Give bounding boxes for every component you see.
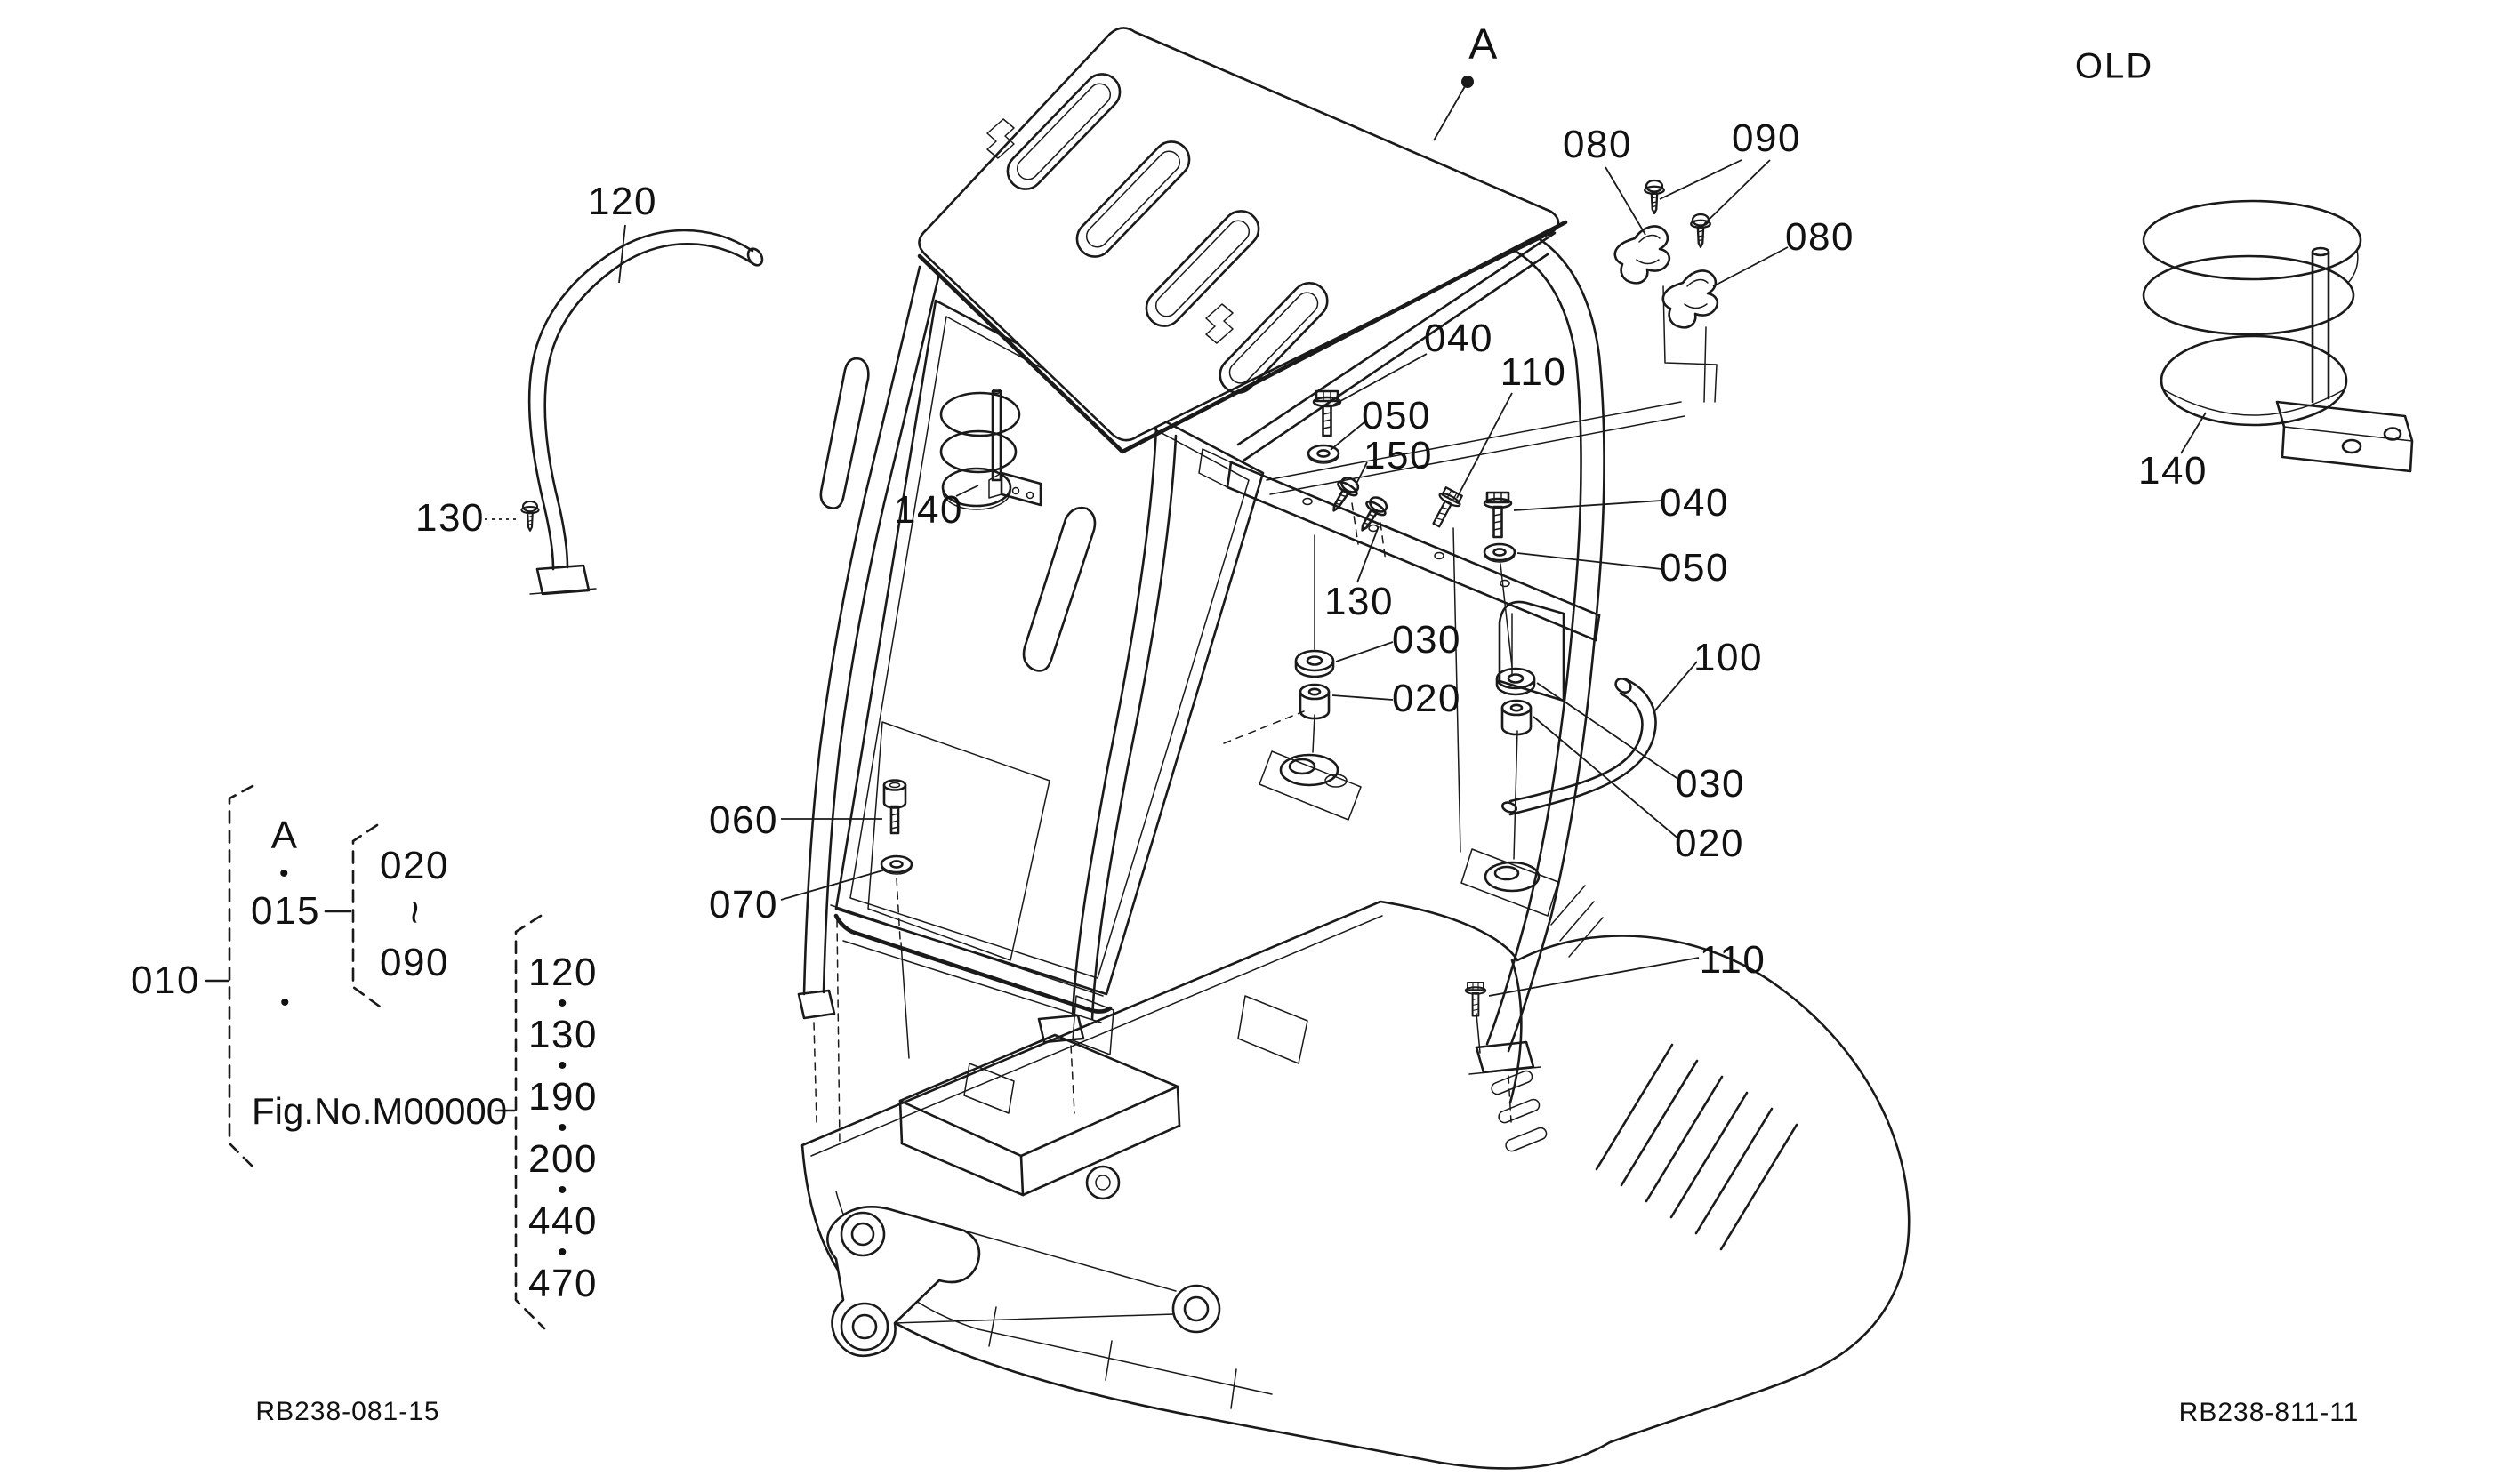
roof-clip-mark bbox=[986, 118, 1015, 159]
bolt-040-left-icon bbox=[1312, 389, 1342, 437]
callout-030-right: 030 bbox=[1676, 762, 1745, 806]
legend-bullet: • bbox=[557, 1238, 569, 1267]
callout-050-rear-left: 050 bbox=[1362, 394, 1431, 437]
washer-050-right-icon bbox=[1483, 542, 1516, 564]
legend-brackets bbox=[205, 784, 546, 1330]
callout-080-top: 080 bbox=[1563, 123, 1632, 166]
old-label: OLD bbox=[2074, 46, 2154, 86]
legend-bullet: • bbox=[278, 859, 291, 888]
legend-item: 470 bbox=[528, 1262, 598, 1305]
screw-090-a-icon bbox=[1644, 179, 1665, 215]
callout-100: 100 bbox=[1693, 636, 1763, 679]
legend-item-015: 015 bbox=[251, 889, 320, 933]
legend-range-tilde: ~ bbox=[392, 900, 438, 926]
legend-bullet: • bbox=[279, 988, 292, 1017]
figure-number: Fig.No.M00000 bbox=[252, 1090, 508, 1132]
callout-140-old: 140 bbox=[2138, 449, 2208, 493]
fasteners bbox=[520, 179, 1719, 1059]
callout-110-upper: 110 bbox=[1500, 350, 1567, 394]
legend-item: 130 bbox=[528, 1013, 598, 1056]
legend-bullet: • bbox=[557, 1113, 569, 1143]
beacon-holder-small bbox=[939, 388, 1042, 510]
washer-050-left-icon bbox=[1307, 444, 1340, 465]
legend-group-label: 010 bbox=[131, 959, 200, 1002]
callout-080-right: 080 bbox=[1785, 215, 1854, 259]
screw-130-left-icon bbox=[520, 500, 540, 532]
screw-090-b-icon bbox=[1690, 213, 1711, 249]
callout-030-left: 030 bbox=[1392, 618, 1461, 662]
legend-view-label: A bbox=[270, 814, 299, 857]
callout-130-mid: 130 bbox=[1324, 580, 1394, 623]
legend-bullet: • bbox=[557, 989, 569, 1018]
callout-120-handrail: 120 bbox=[588, 180, 657, 223]
callout-020-right: 020 bbox=[1675, 822, 1744, 865]
legend-range-start: 020 bbox=[380, 844, 449, 887]
machine-body bbox=[800, 600, 1911, 1470]
legend-bullet: • bbox=[557, 1051, 569, 1080]
legend-item: 120 bbox=[528, 951, 598, 994]
callout-040-rear-right: 040 bbox=[1660, 481, 1729, 525]
callout-020-left: 020 bbox=[1392, 677, 1461, 720]
callout-050-rear-right: 050 bbox=[1660, 546, 1729, 590]
washer-030-left-icon bbox=[1294, 649, 1335, 678]
doc-code-right: RB238-811-11 bbox=[2178, 1398, 2360, 1427]
callout-090: 090 bbox=[1732, 116, 1801, 160]
rear-window-panel bbox=[830, 299, 1685, 1023]
doc-code-left: RB238-081-15 bbox=[255, 1397, 440, 1426]
spacer-020-right-icon bbox=[1500, 699, 1533, 736]
legend-range-end: 090 bbox=[380, 941, 449, 984]
legend-bullet: • bbox=[557, 1175, 569, 1205]
rear-mount-channel bbox=[1198, 448, 1601, 642]
handrail bbox=[527, 229, 764, 596]
leader-lines bbox=[485, 76, 2207, 997]
spacer-020-left-icon bbox=[1299, 683, 1331, 720]
callout-060: 060 bbox=[709, 798, 778, 842]
legend-item: 200 bbox=[528, 1137, 598, 1181]
callout-130-left: 130 bbox=[415, 496, 485, 540]
legend-item: 190 bbox=[528, 1075, 598, 1119]
callout-040-rear-left: 040 bbox=[1424, 317, 1493, 360]
clip-080-a-icon bbox=[1613, 225, 1671, 285]
callout-070: 070 bbox=[709, 883, 778, 926]
legend-item: 440 bbox=[528, 1199, 598, 1243]
callout-110-lower: 110 bbox=[1699, 938, 1766, 982]
grab-pipe bbox=[1500, 677, 1657, 816]
roof-clip-mark bbox=[1205, 303, 1234, 344]
clip-080-b-icon bbox=[1661, 269, 1719, 329]
bolt-110-upper-icon bbox=[1425, 485, 1466, 532]
callout-150: 150 bbox=[1364, 434, 1433, 477]
callout-140-small: 140 bbox=[894, 488, 963, 532]
bolt-040-right-icon bbox=[1483, 491, 1513, 539]
roof-panel bbox=[917, 27, 1568, 454]
beacon-holder-old bbox=[2142, 199, 2414, 473]
canopy-frame bbox=[797, 221, 1605, 1146]
view-a-label: A bbox=[1468, 20, 1499, 68]
